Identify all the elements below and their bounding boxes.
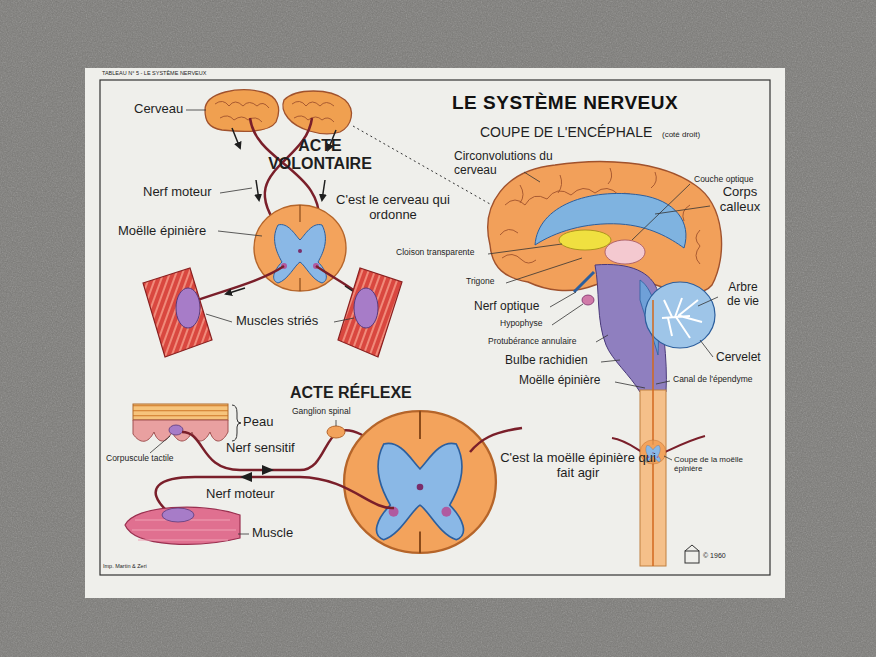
part-label: Circonvolutions du cerveau (454, 150, 554, 178)
poster-sheet (85, 68, 785, 598)
part-label: Moëlle épinière (519, 374, 600, 388)
leader-line (218, 231, 262, 236)
leader-line (506, 258, 582, 283)
convolutions (500, 168, 700, 264)
part-label: Cerveau (134, 102, 183, 117)
leader-line (552, 304, 583, 325)
part-label: Bulbe rachidien (505, 354, 588, 368)
leader-line (596, 335, 608, 342)
motor-end-plate (176, 288, 200, 328)
leader-line (186, 110, 206, 111)
part-label: Cloison transparente (396, 248, 474, 258)
leader-line (664, 456, 672, 460)
direction-arrow (226, 288, 245, 294)
spinal-nerve (470, 428, 522, 452)
leader-line (601, 360, 620, 362)
leader-line (698, 297, 718, 306)
section-heading: ACTE RÉFLEXE (290, 384, 412, 402)
part-label: Nerf sensitif (226, 441, 295, 456)
muscle (125, 507, 240, 544)
motor-nerve (192, 266, 284, 302)
leader-line (336, 420, 337, 426)
spinal-cord-section (254, 205, 346, 291)
leader-line (220, 188, 252, 193)
direction-arrow (322, 180, 325, 200)
part-label: Protubérance annulaire (488, 337, 576, 347)
leader-line (150, 436, 170, 453)
note: (coté droit) (662, 130, 700, 139)
motor-end-plate (354, 288, 378, 328)
part-label: Trigone (466, 277, 495, 287)
poster-title: LE SYSTÈME NERVEUX (452, 92, 678, 114)
striated-muscle (338, 268, 402, 357)
leader-line (488, 244, 562, 254)
leader-line (632, 184, 690, 240)
copyright: © 1960 (703, 552, 726, 560)
part-label: Cervelet (716, 351, 761, 365)
header-note: TABLEAU N° 5 - LE SYSTÈME NERVEUX (102, 70, 206, 76)
publisher-logo (685, 551, 699, 563)
ependymal-canal (652, 300, 654, 566)
leader-line (656, 381, 670, 384)
spinal-cord-section-large (344, 411, 496, 553)
part-label: Moëlle épinière (118, 224, 206, 239)
brain-right-hemisphere (283, 91, 351, 134)
leader-line (700, 340, 713, 357)
printer-note: Imp. Martin & Zeri (103, 563, 147, 569)
optic-nerve (574, 272, 594, 292)
part-label: Nerf moteur (206, 487, 275, 502)
part-label: Coupe de la moëlle épinière (674, 455, 766, 473)
skin-dermis (133, 420, 228, 441)
thalamus (605, 240, 645, 264)
section-heading: COUPE DE L'ENCÉPHALE (480, 124, 652, 140)
motor-end-plate (162, 508, 194, 522)
leader-line (206, 314, 232, 322)
leader-line (334, 318, 354, 322)
direction-arrow (232, 128, 240, 148)
arbor-vitae (662, 298, 702, 338)
striated-muscle (143, 268, 212, 357)
skin-epidermis (133, 404, 228, 420)
leader-line (615, 382, 645, 388)
pituitary (582, 295, 594, 305)
poster-frame (100, 80, 770, 575)
leader-line (524, 172, 540, 182)
leader-line (238, 534, 249, 535)
brain-left-hemisphere (205, 90, 279, 132)
leader-line (550, 292, 576, 307)
direction-arrow (240, 472, 252, 482)
note: C'est le cerveau qui ordonne (336, 193, 450, 223)
brain-gyri (215, 101, 334, 122)
septum-pellucidum (559, 230, 611, 250)
spinal-ganglion (327, 426, 345, 438)
muscle-striation (132, 520, 236, 540)
part-label: Muscles striés (236, 314, 318, 329)
part-label: Arbre de vie (720, 281, 766, 309)
part-label: Muscle (252, 526, 293, 541)
bracket (232, 405, 241, 441)
part-label: Ganglion spinal (292, 407, 351, 417)
publisher-logo (685, 545, 699, 551)
tactile-corpuscle (169, 425, 183, 435)
part-label: Hypophyse (500, 319, 543, 329)
part-label: Nerf optique (474, 300, 539, 314)
section-heading: ACTE VOLONTAIRE (262, 137, 378, 174)
leader-line (655, 206, 710, 214)
part-label: Nerf moteur (143, 185, 212, 200)
direction-arrow (256, 180, 259, 200)
part-label: Canal de l'épendyme (673, 375, 753, 385)
note: C'est la moëlle épinière qui fait agir (500, 451, 656, 481)
part-label: Peau (243, 415, 273, 430)
direction-arrow (262, 465, 274, 475)
part-label: Corps calleux (712, 185, 768, 215)
cerebellum (645, 282, 715, 348)
part-label: Corpuscule tactile (106, 454, 174, 464)
part-label: Couche optique (694, 175, 754, 185)
